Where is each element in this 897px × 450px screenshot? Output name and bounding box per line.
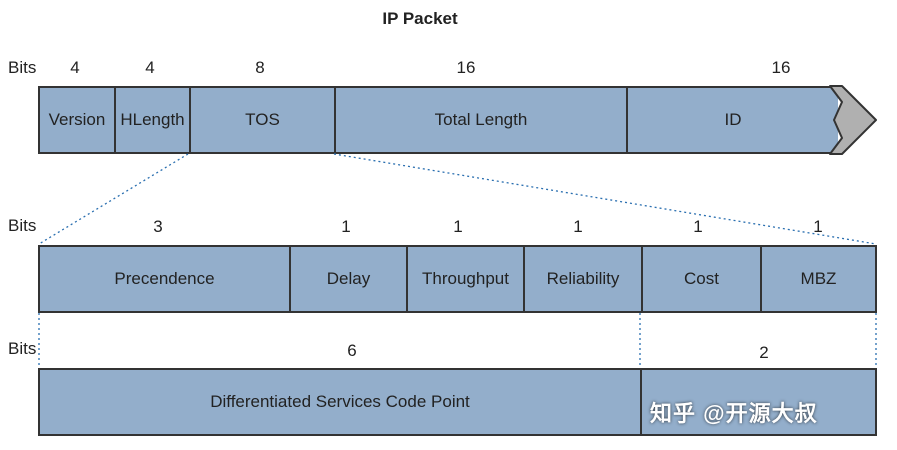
tos-row: Precendence Delay Throughput Reliability… <box>38 245 877 313</box>
bits-delay: 1 <box>341 217 351 236</box>
bits-cost: 1 <box>693 217 703 236</box>
field-throughput: Throughput <box>408 247 525 311</box>
diagram-title: IP Packet <box>382 9 458 28</box>
field-dscp: Differentiated Services Code Point <box>40 370 642 434</box>
bits-label-tos: Bits <box>8 216 37 235</box>
bits-hlength: 4 <box>145 58 155 77</box>
field-version: Version <box>40 88 116 152</box>
bits-mbz: 1 <box>813 217 823 236</box>
field-cost: Cost <box>643 247 762 311</box>
ds-row: Differentiated Services Code Point <box>38 368 877 436</box>
bits-tos: 8 <box>255 58 265 77</box>
field-hlength: HLength <box>116 88 191 152</box>
field-precedence: Precendence <box>40 247 291 311</box>
field-delay: Delay <box>291 247 408 311</box>
bits-id: 16 <box>771 58 791 77</box>
bits-ecn: 2 <box>759 343 769 362</box>
bits-version: 4 <box>70 58 80 77</box>
watermark: 知乎 @开源大叔 <box>650 401 818 426</box>
field-tos: TOS <box>191 88 336 152</box>
bits-throughput: 1 <box>453 217 463 236</box>
bits-total-length: 16 <box>456 58 476 77</box>
field-reliability: Reliability <box>525 247 643 311</box>
ip-packet-row: Version HLength TOS Total Length ID <box>38 86 838 154</box>
tos-guide-right <box>333 153 877 245</box>
bits-label-ip: Bits <box>8 58 37 77</box>
field-id: ID <box>724 110 742 129</box>
bits-precedence: 3 <box>153 217 163 236</box>
tos-guide-left <box>38 153 189 245</box>
field-total-length: Total Length <box>336 88 628 152</box>
field-mbz: MBZ <box>800 269 837 288</box>
bits-label-ds: Bits <box>8 339 37 358</box>
bits-dscp: 6 <box>347 341 357 360</box>
bits-reliability: 1 <box>573 217 583 236</box>
packet-arrow-tail <box>829 85 877 155</box>
